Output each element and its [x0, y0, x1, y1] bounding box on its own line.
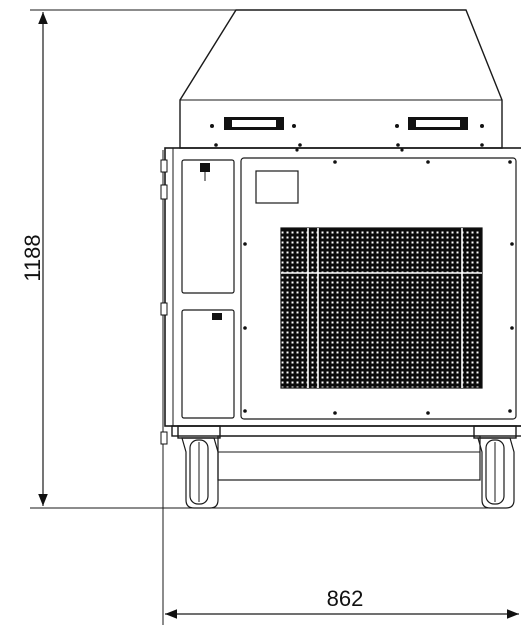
ventilation-grille — [280, 227, 483, 389]
top-hood — [179, 9, 503, 149]
hood-bolts — [210, 124, 484, 147]
upper-side-panel — [181, 159, 235, 294]
lifting-handle-left — [224, 117, 284, 130]
width-dimension: 862 — [162, 150, 519, 625]
panel-screws — [243, 148, 514, 415]
lower-side-panel — [181, 309, 235, 419]
panel-latch — [212, 313, 222, 320]
lifting-handle-right — [408, 117, 468, 130]
caster-right — [473, 425, 517, 509]
cabinet — [160, 147, 521, 445]
panel-latch — [200, 163, 210, 172]
label-plate — [255, 170, 299, 204]
base-frame — [171, 425, 521, 481]
caster-left — [177, 425, 221, 509]
hinges — [160, 159, 168, 445]
width-dimension-label: 862 — [327, 586, 364, 611]
height-dimension-label: 1188 — [20, 234, 45, 281]
front-panel — [240, 148, 517, 420]
height-dimension: 1188 — [20, 9, 500, 509]
grille-ribs — [281, 228, 482, 388]
